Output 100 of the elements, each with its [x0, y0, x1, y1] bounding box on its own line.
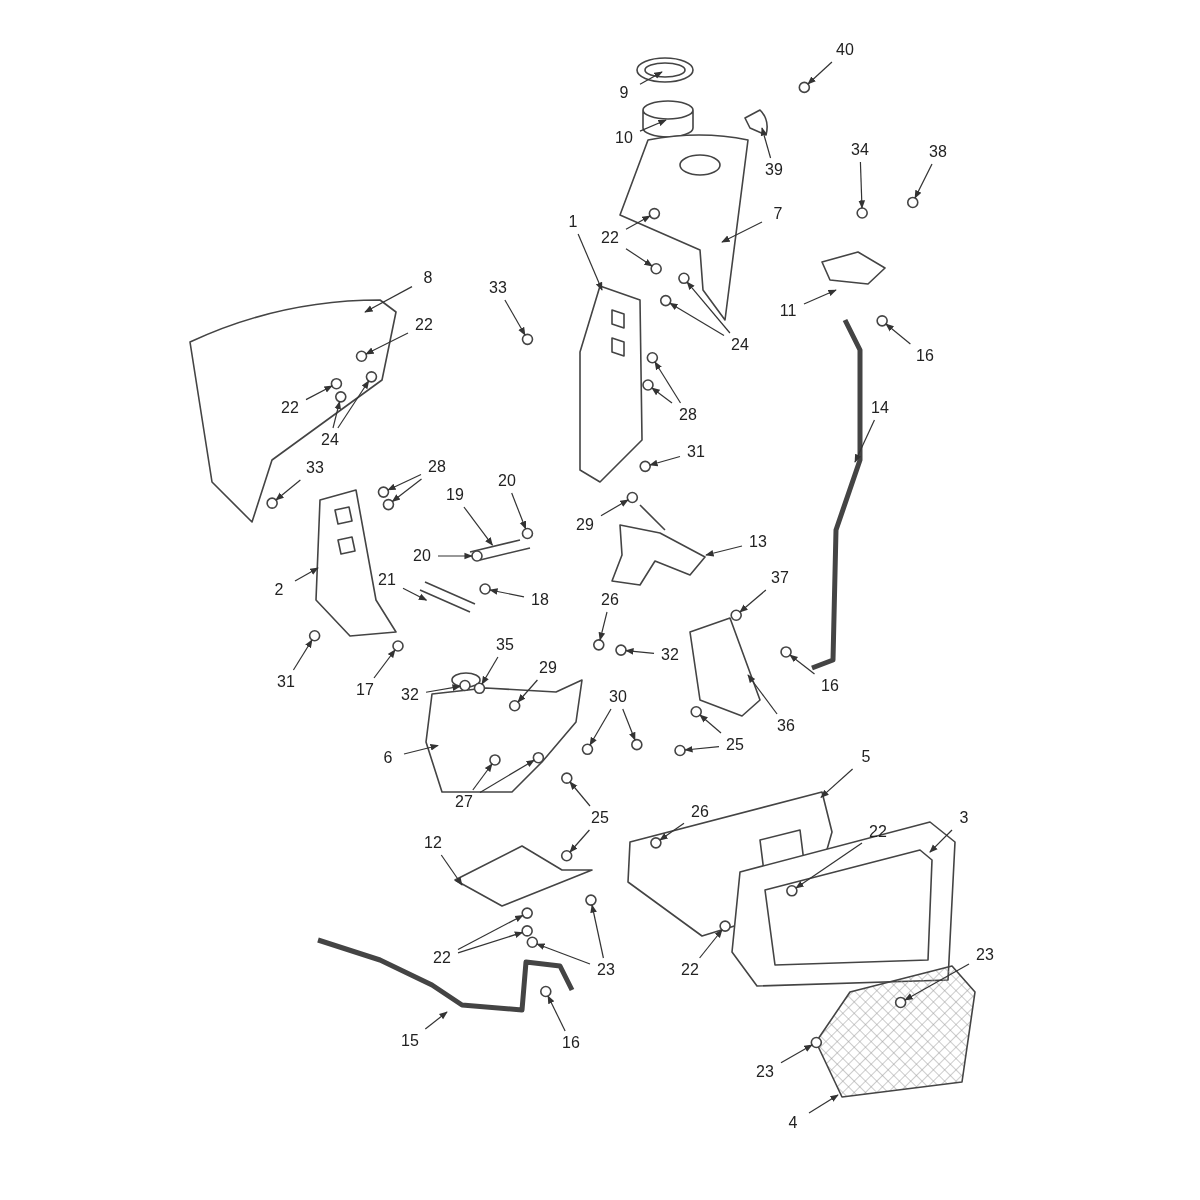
- leader-line: [686, 281, 731, 334]
- callout-number: 20: [408, 546, 436, 566]
- leader-line: [820, 768, 854, 798]
- callout-number: 24: [316, 430, 344, 450]
- callout-number: 17: [351, 680, 379, 700]
- callout-number: 20: [493, 471, 521, 491]
- callout-number: 22: [864, 822, 892, 842]
- callout-number: 11: [774, 301, 802, 321]
- callout-number: 22: [428, 948, 456, 968]
- callout-number: 24: [726, 335, 754, 355]
- callout-number: 26: [596, 590, 624, 610]
- leader-line: [858, 161, 866, 209]
- leader-line: [292, 639, 313, 671]
- leader-line: [625, 648, 655, 655]
- leader-line: [854, 419, 876, 463]
- leader-line: [547, 995, 566, 1032]
- leader-line: [337, 380, 370, 429]
- callout-number: 18: [526, 590, 554, 610]
- leader-line: [403, 744, 439, 755]
- leader-line: [437, 552, 473, 560]
- leader-line: [929, 829, 953, 853]
- callout-number: 14: [866, 398, 894, 418]
- leader-line: [739, 589, 767, 613]
- leader-line: [457, 914, 524, 951]
- callout-number: 8: [414, 268, 442, 288]
- leader-line: [440, 854, 463, 886]
- leader-line: [294, 567, 319, 582]
- callout-number: 16: [557, 1033, 585, 1053]
- callout-number: 23: [971, 945, 999, 965]
- callout-number: 2: [265, 580, 293, 600]
- leader-line: [425, 684, 461, 693]
- leader-line: [364, 286, 413, 313]
- callout-number: 32: [656, 645, 684, 665]
- leader-line: [402, 587, 428, 601]
- leader-line: [391, 478, 423, 503]
- leader-line: [914, 163, 933, 199]
- leader-line: [365, 332, 409, 355]
- leader-line: [747, 674, 778, 715]
- callout-number: 25: [586, 808, 614, 828]
- callout-number: 29: [571, 515, 599, 535]
- leader-line: [760, 127, 772, 159]
- leader-line: [699, 714, 722, 734]
- callout-number: 31: [272, 672, 300, 692]
- callout-number: 33: [484, 278, 512, 298]
- leader-line: [780, 1044, 813, 1064]
- callout-number: 7: [764, 204, 792, 224]
- leader-line: [511, 492, 527, 530]
- leader-line: [457, 931, 524, 954]
- callout-number: 31: [682, 442, 710, 462]
- callout-number: 19: [441, 485, 469, 505]
- leader-line: [598, 611, 608, 641]
- leader-line: [332, 400, 341, 429]
- leader-line: [472, 763, 493, 791]
- callout-number: 22: [410, 315, 438, 335]
- callout-number: 13: [744, 532, 772, 552]
- leader-line: [424, 1011, 448, 1030]
- leader-line: [789, 654, 816, 675]
- callout-number: 28: [674, 405, 702, 425]
- callout-number: 34: [846, 140, 874, 160]
- callout-number: 21: [373, 570, 401, 590]
- callout-number: 1: [559, 212, 587, 232]
- callout-number: 32: [396, 685, 424, 705]
- leader-line: [639, 71, 663, 85]
- leader-line: [705, 545, 743, 557]
- leader-line: [600, 499, 629, 517]
- callout-number: 3: [950, 808, 978, 828]
- leader-line: [305, 385, 333, 401]
- leader-line: [654, 361, 682, 404]
- callout-number: 5: [852, 747, 880, 767]
- leader-line: [803, 289, 837, 305]
- callout-number: 26: [686, 802, 714, 822]
- callout-number: 16: [816, 676, 844, 696]
- callout-number: 35: [491, 635, 519, 655]
- leader-line: [639, 119, 667, 132]
- leader-line: [622, 708, 636, 741]
- leader-line: [625, 248, 653, 267]
- callout-number: 16: [911, 346, 939, 366]
- leader-line: [536, 943, 591, 965]
- leader-line: [569, 781, 591, 807]
- leader-line: [489, 588, 525, 598]
- leader-line: [504, 299, 526, 336]
- leader-line: [275, 479, 301, 501]
- leader-line: [479, 759, 535, 794]
- leader-line: [577, 233, 603, 291]
- leader-line: [589, 708, 612, 746]
- leader-line: [517, 679, 538, 703]
- callout-number: 33: [301, 458, 329, 478]
- callout-number: 6: [374, 748, 402, 768]
- leader-line: [651, 387, 673, 404]
- callout-number: 29: [534, 658, 562, 678]
- leader-line: [625, 215, 651, 230]
- leader-line: [463, 506, 493, 546]
- callout-number: 22: [276, 398, 304, 418]
- leader-line: [481, 656, 499, 685]
- callout-number: 25: [721, 735, 749, 755]
- callout-number: 38: [924, 142, 952, 162]
- callout-number: 39: [760, 160, 788, 180]
- callout-number: 23: [592, 960, 620, 980]
- leader-line: [807, 61, 833, 85]
- callout-number: 15: [396, 1031, 424, 1051]
